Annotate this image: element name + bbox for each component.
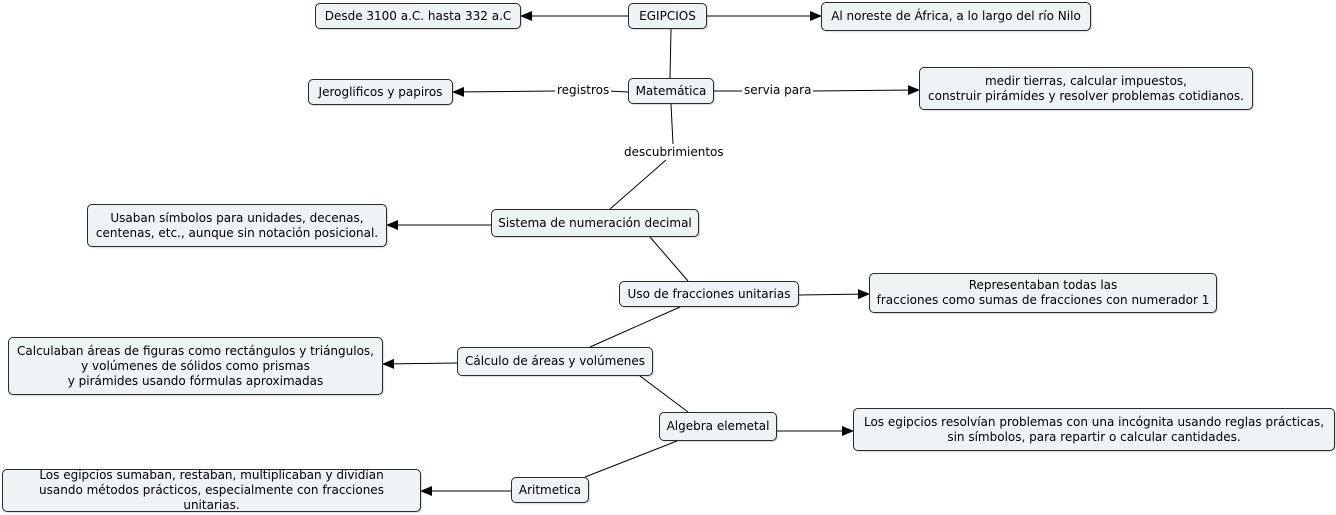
concept-sistema-numeracion[interactable]: Sistema de numeración decimal: [491, 209, 699, 237]
link-algebra-aritmetica: [584, 440, 678, 478]
concept-matematica[interactable]: Matemática: [628, 78, 714, 104]
link-fracciones-representaban: [798, 289, 870, 300]
link-calculo-calculaban: [382, 358, 458, 369]
concept-jeroglificos[interactable]: Jeroglificos y papiros: [308, 79, 453, 105]
concept-lugar[interactable]: Al noreste de África, a lo largo del río…: [821, 2, 1091, 31]
link-matematica-descubrimientos: [670, 103, 674, 145]
link-registros-jeroglificos: [452, 86, 557, 97]
concept-medir-tierras[interactable]: medir tierras, calcular impuestos, const…: [919, 67, 1253, 110]
link-label-registros: registros: [555, 83, 612, 97]
link-label-descubrimientos: descubrimientos: [622, 145, 726, 159]
concept-representaban[interactable]: Representaban todas las fracciones como …: [869, 273, 1217, 313]
link-egipcios-matematica: [669, 28, 672, 79]
concept-fecha[interactable]: Desde 3100 a.C. hasta 332 a.C: [315, 3, 521, 29]
concept-simbolos[interactable]: Usaban símbolos para unidades, decenas, …: [87, 204, 387, 247]
link-sistema-fracciones: [649, 236, 689, 282]
link-calculo-algebra: [639, 375, 689, 413]
concept-calculaban[interactable]: Calculaban áreas de figuras como rectáng…: [8, 337, 383, 395]
concept-fracciones-unitarias[interactable]: Uso de fracciones unitarias: [619, 281, 799, 307]
link-descubrimientos-sistema: [609, 159, 667, 210]
concept-sumaban[interactable]: Los egipcios sumaban, restaban, multipli…: [2, 468, 421, 512]
link-servia-medir: [811, 85, 920, 96]
concept-calculo-areas[interactable]: Cálculo de áreas y volúmenes: [457, 347, 653, 376]
concept-aritmetica[interactable]: Aritmetica: [511, 477, 589, 503]
concept-resolvian[interactable]: Los egipcios resolvían problemas con una…: [853, 408, 1335, 451]
concept-egipcios[interactable]: EGIPCIOS: [628, 3, 707, 29]
link-matematica-registros: [607, 90, 629, 93]
concept-algebra[interactable]: Algebra elemetal: [659, 412, 777, 441]
link-label-servia-para: servia para: [742, 83, 814, 97]
link-fracciones-calculo: [589, 306, 681, 348]
